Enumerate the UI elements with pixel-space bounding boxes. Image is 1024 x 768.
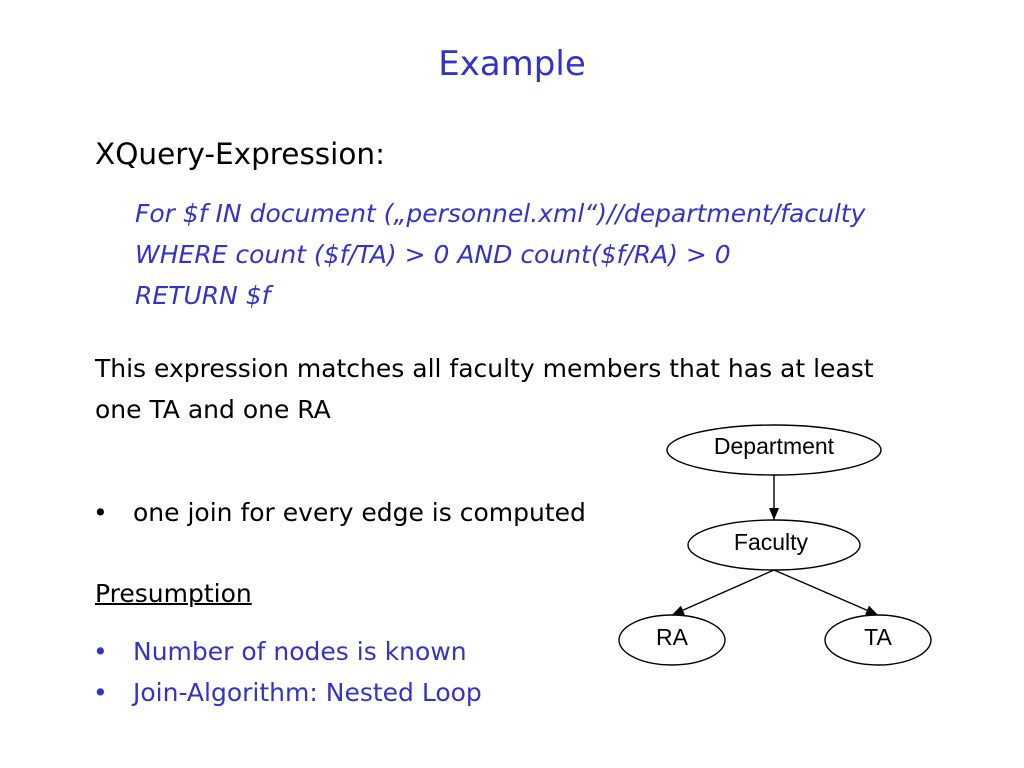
- bullet-icon: •: [93, 498, 108, 527]
- node-label: Faculty: [734, 529, 809, 555]
- node-label: TA: [864, 624, 892, 650]
- xquery-code-block: For $f IN document („personnel.xml“)//de…: [135, 193, 865, 316]
- list-item: • Join-Algorithm: Nested Loop: [93, 672, 482, 713]
- node-shape: [687, 519, 861, 571]
- query-line-where: WHERE count ($f/TA) > 0 AND count($f/RA)…: [135, 240, 731, 269]
- presumptions-list: • Number of nodes is known • Join-Algori…: [93, 631, 482, 713]
- node-label: RA: [656, 624, 689, 650]
- query-description: This expression matches all faculty memb…: [95, 348, 874, 430]
- node-ra: RA: [618, 614, 726, 666]
- node-faculty: Faculty: [687, 519, 861, 571]
- edge-faculty-ta: [773, 569, 879, 616]
- diagram-edges: [671, 475, 879, 616]
- query-line-for: For $f IN document („personnel.xml“)//de…: [135, 199, 866, 228]
- description-line: one TA and one RA: [95, 395, 331, 424]
- presumption-heading: Presumption: [95, 579, 252, 608]
- bullet-icon: •: [93, 637, 108, 666]
- list-item: • Number of nodes is known: [93, 631, 482, 672]
- tree-diagram: Department Faculty RA TA: [618, 424, 932, 666]
- node-shape: [618, 614, 726, 666]
- bullet-icon: •: [93, 678, 108, 707]
- query-line-return: RETURN $f: [135, 281, 271, 310]
- node-ta: TA: [824, 614, 932, 666]
- node-shape: [666, 424, 882, 476]
- list-item-text: Number of nodes is known: [133, 637, 467, 666]
- list-item-text: one join for every edge is computed: [133, 498, 586, 527]
- list-item-text: Join-Algorithm: Nested Loop: [133, 678, 482, 707]
- edge-faculty-ra: [671, 569, 775, 616]
- query-heading: XQuery-Expression:: [95, 137, 386, 171]
- node-department: Department: [666, 424, 882, 476]
- slide-title: Example: [438, 44, 586, 84]
- list-item: • one join for every edge is computed: [93, 492, 586, 533]
- node-shape: [824, 614, 932, 666]
- description-line: This expression matches all faculty memb…: [95, 354, 874, 383]
- notes-list: • one join for every edge is computed: [93, 492, 586, 533]
- node-label: Department: [714, 433, 835, 459]
